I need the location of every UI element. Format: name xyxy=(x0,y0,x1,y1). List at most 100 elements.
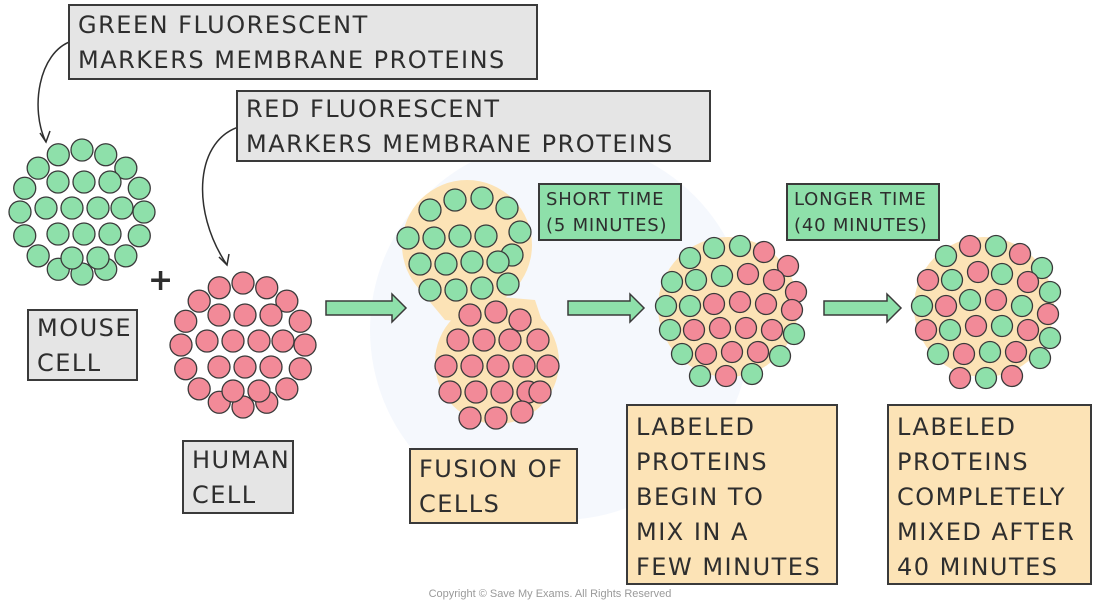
red-protein xyxy=(1004,340,1028,364)
red-protein xyxy=(207,276,231,300)
green-protein xyxy=(46,170,70,194)
red-protein xyxy=(460,354,484,378)
red-protein xyxy=(233,303,257,327)
red-protein xyxy=(752,240,776,264)
red-protein xyxy=(784,280,808,304)
red-protein xyxy=(486,354,510,378)
green-protein xyxy=(1038,326,1062,350)
green-protein xyxy=(702,236,726,260)
human-cell xyxy=(169,271,317,419)
green-protein xyxy=(670,342,694,366)
green-protein xyxy=(710,264,734,288)
red-protein xyxy=(762,268,786,292)
red-protein xyxy=(434,354,458,378)
green-protein xyxy=(72,222,96,246)
green-protein xyxy=(86,246,110,270)
red-protein xyxy=(536,354,560,378)
green-protein xyxy=(1038,280,1062,304)
red-protein xyxy=(288,309,312,333)
green-protein xyxy=(684,268,708,292)
green-protein xyxy=(26,156,50,180)
red-protein xyxy=(207,303,231,327)
red-protein xyxy=(916,268,940,292)
green-protein xyxy=(110,196,134,220)
red-protein xyxy=(484,300,508,324)
red-protein xyxy=(934,294,958,318)
green-protein xyxy=(98,222,122,246)
red-protein xyxy=(288,357,312,381)
red-protein xyxy=(512,354,536,378)
green-protein xyxy=(978,340,1002,364)
green-protein xyxy=(958,288,982,312)
red-protein xyxy=(734,316,758,340)
green-protein xyxy=(678,294,702,318)
red-marker-label: RED FLUORESCENT MARKERS MEMBRANE PROTEIN… xyxy=(236,90,711,162)
green-protein xyxy=(46,222,70,246)
plus-sign: + xyxy=(148,263,174,298)
red-protein xyxy=(458,406,482,430)
green-marker-label: GREEN FLUORESCENT MARKERS MEMBRANE PROTE… xyxy=(68,4,538,80)
green-protein xyxy=(1028,346,1052,370)
mixing-cell xyxy=(654,234,808,388)
red-protein xyxy=(187,377,211,401)
green-protein xyxy=(70,138,94,162)
red-protein xyxy=(528,380,552,404)
green-protein xyxy=(496,272,520,296)
fully-mixed-label: LABELED PROTEINS COMPLETELY MIXED AFTER … xyxy=(887,404,1092,585)
green-protein xyxy=(654,294,678,318)
red-protein xyxy=(1000,364,1024,388)
human-cell-label: HUMAN CELL xyxy=(182,440,294,514)
green-protein xyxy=(34,196,58,220)
green-protein xyxy=(508,220,532,244)
green-protein xyxy=(984,234,1008,258)
green-protein xyxy=(422,226,446,250)
red-protein xyxy=(952,342,976,366)
red-protein xyxy=(259,355,283,379)
green-protein xyxy=(86,196,110,220)
green-protein xyxy=(98,170,122,194)
red-protein xyxy=(247,329,271,353)
green-protein xyxy=(658,318,682,342)
red-protein xyxy=(746,340,770,364)
green-protein xyxy=(768,344,792,368)
green-protein xyxy=(990,262,1014,286)
green-protein xyxy=(495,196,519,220)
green-protein xyxy=(486,250,510,274)
green-protein xyxy=(782,322,806,346)
green-protein xyxy=(13,176,37,200)
red-protein xyxy=(964,314,988,338)
mouse-cell xyxy=(8,138,156,286)
red-protein xyxy=(966,260,990,284)
red-protein xyxy=(174,357,198,381)
green-protein xyxy=(910,294,934,318)
fused-cell xyxy=(396,180,560,430)
red-protein xyxy=(714,364,738,388)
green-protein xyxy=(434,252,458,276)
green-protein xyxy=(460,250,484,274)
red-protein xyxy=(958,234,982,258)
arrow-to-mixed xyxy=(823,292,903,324)
short-time-label: SHORT TIME (5 MINUTES) xyxy=(538,183,682,241)
green-protein xyxy=(1030,256,1054,280)
green-protein xyxy=(443,188,467,212)
red-protein xyxy=(464,380,488,404)
red-protein xyxy=(736,262,760,286)
green-protein xyxy=(470,276,494,300)
red-protein xyxy=(508,308,532,332)
red-protein xyxy=(472,328,496,352)
red-protein xyxy=(780,298,804,322)
green-protein xyxy=(474,224,498,248)
red-protein xyxy=(438,380,462,404)
green-protein xyxy=(408,252,432,276)
green-protein xyxy=(728,234,752,258)
green-protein xyxy=(660,270,684,294)
red-protein xyxy=(720,340,744,364)
red-protein xyxy=(275,377,299,401)
green-protein xyxy=(127,176,151,200)
green-protein xyxy=(418,278,442,302)
green-protein xyxy=(444,278,468,302)
green-protein xyxy=(114,244,138,268)
red-protein xyxy=(510,400,534,424)
red-protein xyxy=(233,355,257,379)
